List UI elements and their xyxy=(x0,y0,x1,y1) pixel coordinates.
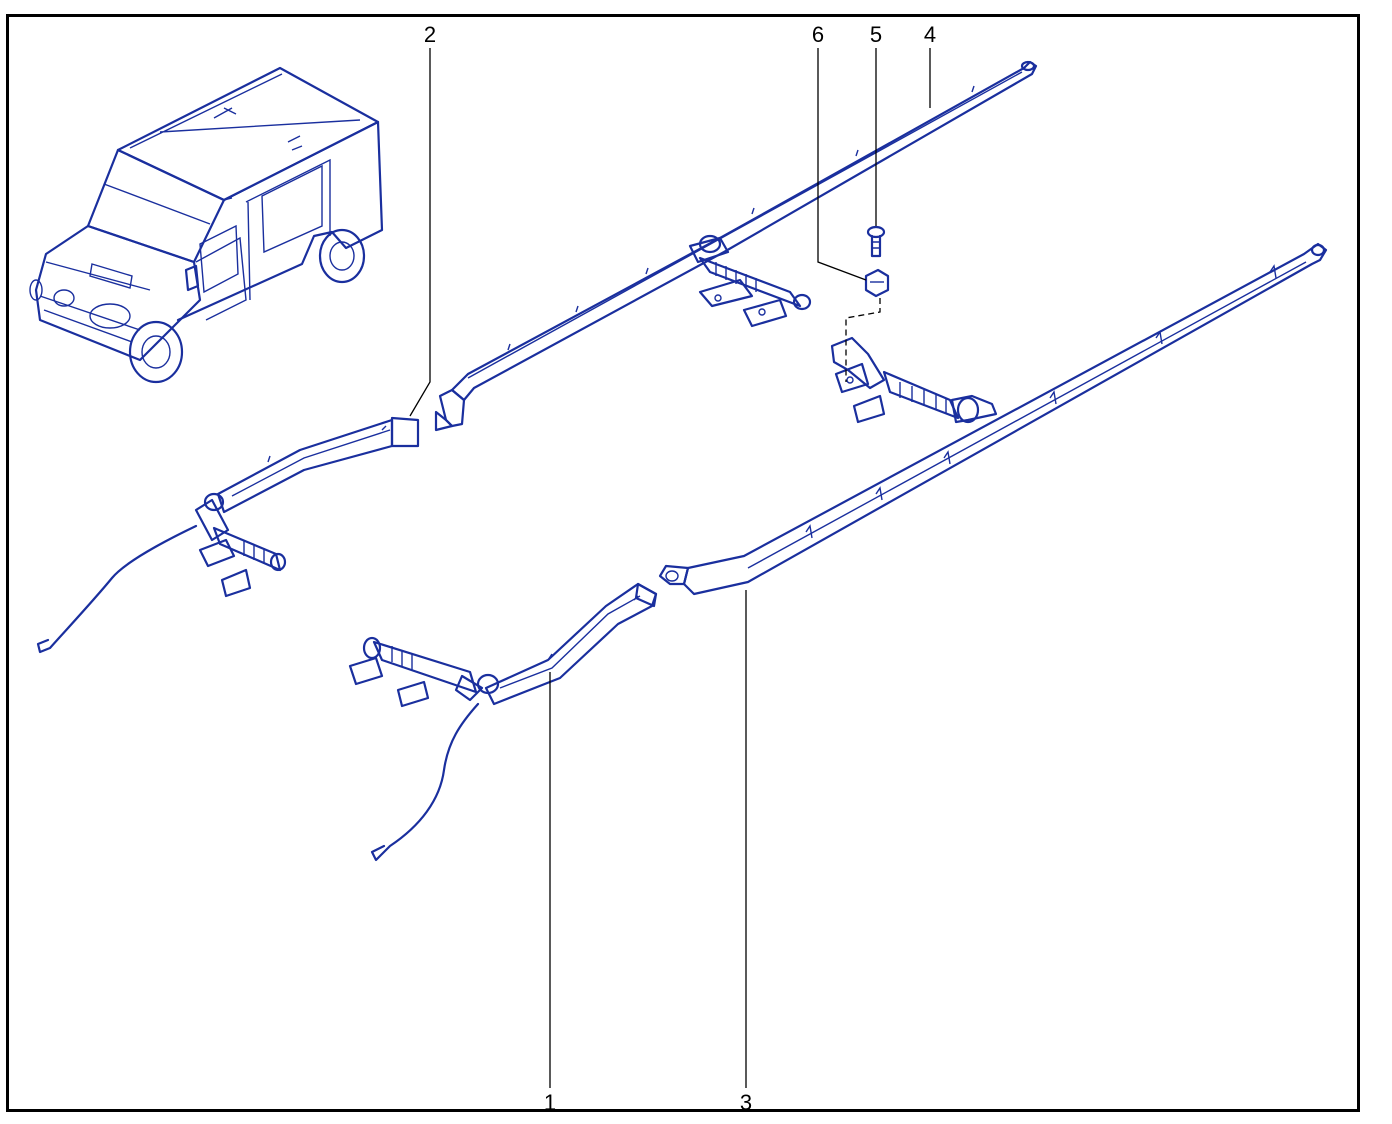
part-6-nut xyxy=(864,268,890,298)
callout-3: 3 xyxy=(740,1090,752,1115)
leader-6 xyxy=(817,48,867,281)
part-4-upper-rail xyxy=(434,60,1038,432)
part-1-lower-rail xyxy=(348,582,658,862)
callout-2: 2 xyxy=(424,22,436,47)
leader-2 xyxy=(409,48,431,417)
van-illustration xyxy=(29,66,384,384)
part-5-screw xyxy=(866,225,886,258)
callout-1: 1 xyxy=(544,1090,556,1115)
callout-4: 4 xyxy=(924,22,936,47)
part-2-front-rail xyxy=(36,416,420,654)
callout-6: 6 xyxy=(812,22,824,47)
part-3-lower-long-rail xyxy=(658,242,1328,596)
callout-5: 5 xyxy=(870,22,882,47)
assembly-guide-line xyxy=(845,298,881,382)
